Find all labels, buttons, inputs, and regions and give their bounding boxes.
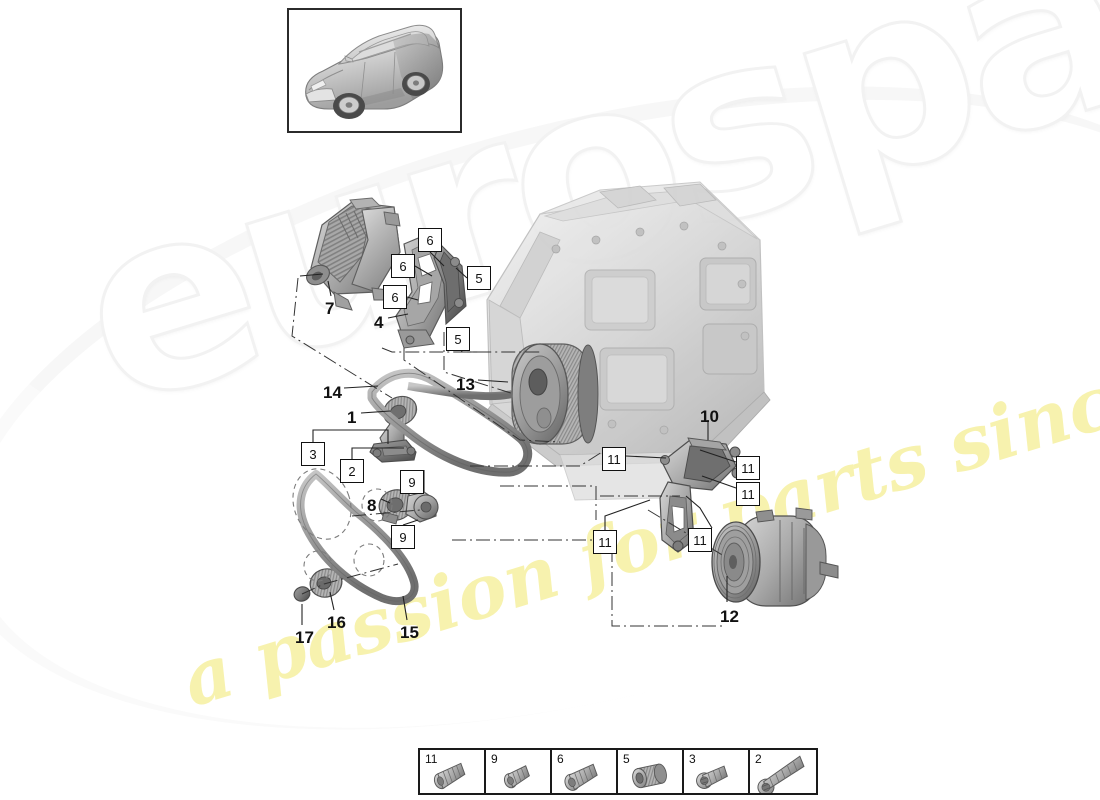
hex-flange-bolt-icon — [564, 763, 598, 791]
poly-v-belt-main — [367, 368, 533, 477]
legend-label-2: 2 — [755, 752, 762, 766]
idler-pulley-assembly-part — [378, 489, 439, 525]
legend-label-11: 11 — [425, 752, 438, 766]
callout-11-e[interactable]: 11 — [688, 528, 712, 552]
threaded-bush-icon — [632, 763, 667, 789]
legend-label-5: 5 — [623, 752, 630, 766]
legend-label-9: 9 — [491, 752, 498, 766]
poly-v-belt-secondary — [292, 468, 419, 606]
legend-label-3: 3 — [689, 752, 696, 766]
callout-11-b[interactable]: 11 — [736, 456, 760, 480]
legend-label-6: 6 — [557, 752, 564, 766]
callout-9-b[interactable]: 9 — [391, 525, 415, 549]
alternator-part — [306, 197, 401, 311]
callout-17[interactable]: 17 — [295, 628, 314, 647]
legend-cell-3[interactable]: 3 — [684, 750, 750, 793]
callout-11-c[interactable]: 11 — [736, 482, 760, 506]
compressor-bracket-part — [659, 437, 743, 553]
callout-10[interactable]: 10 — [700, 407, 719, 426]
hex-flange-bolt-icon — [433, 762, 466, 790]
vehicle-illustration — [305, 24, 444, 119]
callout-6-a[interactable]: 6 — [418, 228, 442, 252]
callout-16[interactable]: 16 — [327, 613, 346, 632]
legend-cell-5[interactable]: 5 — [618, 750, 684, 793]
callout-5-a[interactable]: 5 — [467, 266, 491, 290]
callout-8[interactable]: 8 — [367, 496, 377, 515]
short-flange-bolt-icon — [696, 765, 728, 789]
callout-11-a[interactable]: 11 — [602, 447, 626, 471]
callout-7[interactable]: 7 — [325, 299, 335, 318]
callout-6-b[interactable]: 6 — [391, 254, 415, 278]
vehicle-illustration-frame — [287, 8, 462, 133]
callout-1[interactable]: 1 — [347, 408, 357, 427]
short-flange-bolt-icon — [503, 765, 530, 789]
callout-12[interactable]: 12 — [720, 607, 739, 626]
legend-cell-9[interactable]: 9 — [486, 750, 552, 793]
vibration-damper-part — [511, 343, 599, 445]
callout-2[interactable]: 2 — [340, 459, 364, 483]
callout-5-b[interactable]: 5 — [446, 327, 470, 351]
long-flange-bolt-icon — [757, 755, 805, 793]
legend-cell-6[interactable]: 6 — [552, 750, 618, 793]
fastener-legend: 11 9 — [418, 748, 818, 795]
ac-compressor-part — [711, 507, 839, 607]
callout-3[interactable]: 3 — [301, 442, 325, 466]
callout-13[interactable]: 13 — [456, 375, 475, 394]
callout-6-c[interactable]: 6 — [383, 285, 407, 309]
callout-11-d[interactable]: 11 — [593, 530, 617, 554]
callout-15[interactable]: 15 — [400, 623, 419, 642]
legend-cell-11[interactable]: 11 — [420, 750, 486, 793]
callout-4[interactable]: 4 — [374, 313, 384, 332]
callout-14[interactable]: 14 — [323, 383, 342, 402]
callout-9-a[interactable]: 9 — [400, 470, 424, 494]
legend-cell-2[interactable]: 2 — [750, 750, 816, 793]
